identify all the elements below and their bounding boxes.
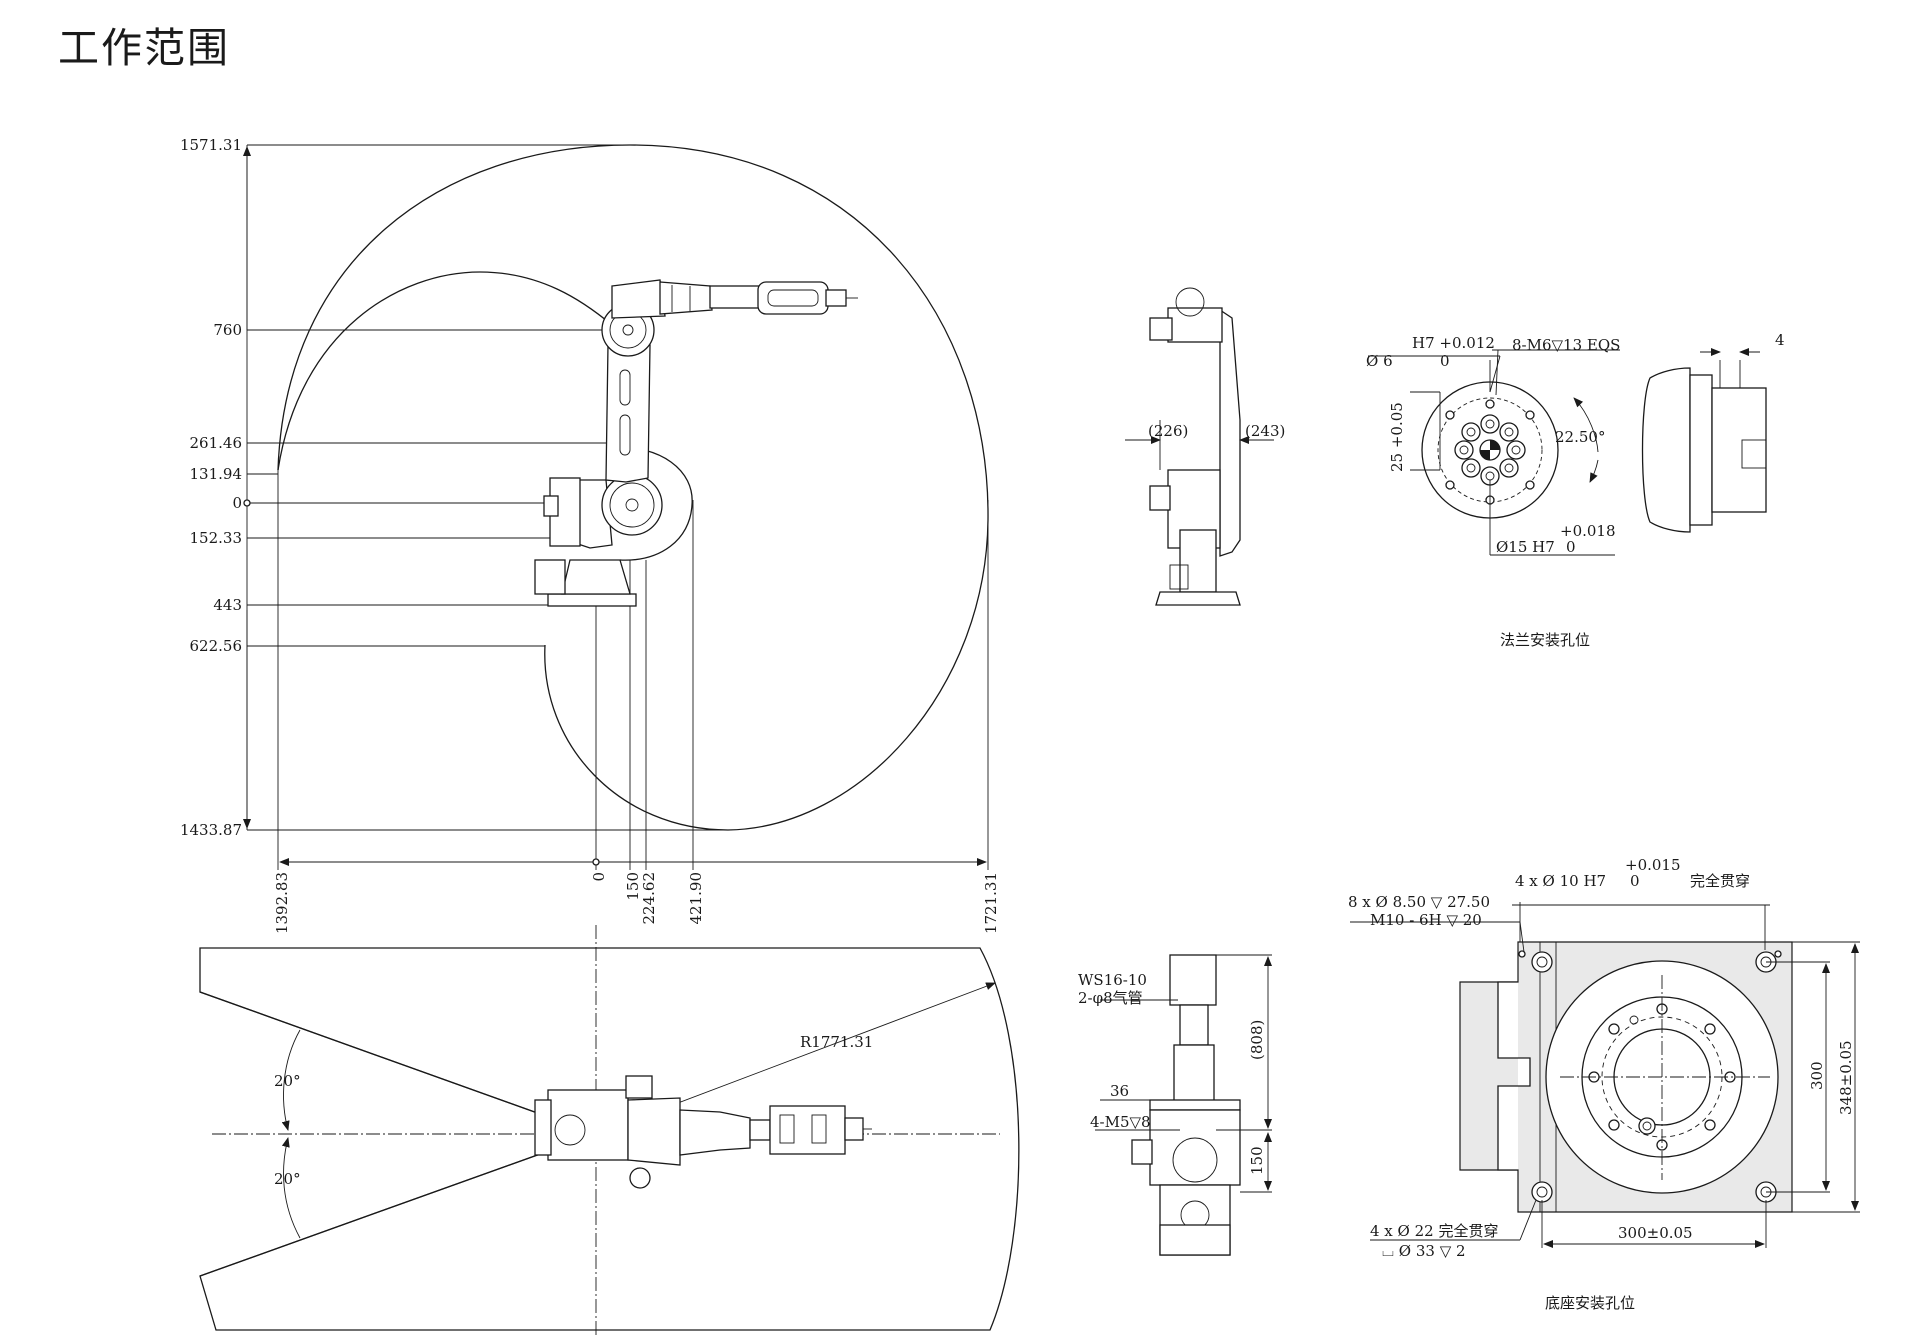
flange-tol-bottom: +0.018 — [1560, 522, 1616, 540]
robot-side-view — [534, 279, 858, 607]
flange-caption: 法兰安装孔位 — [1500, 631, 1590, 649]
envelope-outer-arc — [277, 144, 989, 831]
base-hole-a-low: 0 — [1630, 872, 1640, 890]
flange-dia6: Ø 6 — [1366, 352, 1393, 370]
dim-h-0: 0 — [590, 872, 608, 882]
flange-tol-top-low: 0 — [1440, 352, 1450, 370]
rear-view — [1095, 954, 1272, 1256]
dim-v-1571: 1571.31 — [180, 136, 242, 154]
base-through-a: 完全贯穿 — [1690, 872, 1750, 890]
top-view-envelope — [199, 925, 1020, 1338]
flange-tol-top: H7 +0.012 — [1412, 334, 1495, 352]
base-hole-a: 4 x Ø 10 H7 — [1515, 872, 1606, 890]
base-hole-c: 4 x Ø 22 完全贯穿 — [1370, 1222, 1498, 1240]
rear-dim-808: (808) — [1248, 1020, 1266, 1060]
dim-v-0: 0 — [232, 494, 242, 512]
dim-h-1721: 1721.31 — [982, 872, 1000, 934]
flange-tol-bottom-low: 0 — [1566, 538, 1576, 556]
flange-dia15: Ø15 H7 — [1496, 538, 1555, 556]
flange-thread: 8-M6▽13 EQS — [1512, 336, 1620, 354]
rear-dim-36: 36 — [1110, 1082, 1129, 1100]
base-counterbore: ⌴ Ø 33 ▽ 2 — [1382, 1242, 1466, 1260]
envelope-inner-arc — [277, 271, 613, 471]
rear-dim-150: 150 — [1248, 1146, 1266, 1175]
dim-v-261: 261.46 — [190, 434, 243, 452]
dim-v-443: 443 — [213, 596, 242, 614]
robot-top-view — [534, 1075, 872, 1189]
dim-v-622: 622.56 — [190, 637, 243, 655]
top-view-sector — [199, 947, 1020, 1331]
page-title: 工作范围 — [58, 24, 230, 72]
flange-angle: 22.50° — [1555, 428, 1605, 446]
base-hole-b: 8 x Ø 8.50 ▽ 27.50 — [1348, 893, 1490, 911]
dim-v-1433: 1433.87 — [180, 821, 242, 839]
dim-h-224: 224.62 — [640, 872, 658, 925]
dim-v-760: 760 — [213, 321, 242, 339]
flange-bolt-holes — [1445, 399, 1535, 505]
side-view-envelope — [243, 144, 989, 870]
base-tol-top: +0.015 — [1625, 856, 1681, 874]
rear-label-air: 2-φ8气管 — [1078, 989, 1143, 1007]
front-dim-left: (226) — [1148, 422, 1188, 440]
flange-detail — [1368, 348, 1767, 556]
dim-h-421: 421.90 — [687, 872, 705, 925]
rear-dim-m5: 4-M5▽8 — [1090, 1113, 1151, 1131]
envelope-small-arc — [611, 446, 693, 561]
base-dim-300h: 300±0.05 — [1618, 1224, 1693, 1242]
rear-label-ws: WS16-10 — [1078, 971, 1147, 989]
radius-label: R1771.31 — [800, 1033, 873, 1051]
dim-h-150: 150 — [624, 872, 642, 901]
angle-lower-label: 20° — [274, 1170, 301, 1188]
angle-upper-label: 20° — [274, 1072, 301, 1090]
base-detail — [1350, 902, 1860, 1248]
dim-v-152: 152.33 — [190, 529, 243, 547]
front-view — [1125, 287, 1274, 606]
base-thread-b: M10 - 6H ▽ 20 — [1370, 911, 1482, 929]
dim-v-131: 131.94 — [190, 465, 243, 483]
base-caption: 底座安装孔位 — [1545, 1294, 1635, 1312]
front-dim-right: (243) — [1245, 422, 1285, 440]
base-dim-348: 348±0.05 — [1837, 1040, 1855, 1115]
base-dim-300v: 300 — [1808, 1061, 1826, 1090]
envelope-lower-arc — [544, 644, 729, 831]
flange-dim4: 4 — [1775, 331, 1785, 349]
dim-h-1392: 1392.83 — [273, 872, 291, 934]
flange-dim25: 25 +0.05 — [1388, 402, 1406, 472]
